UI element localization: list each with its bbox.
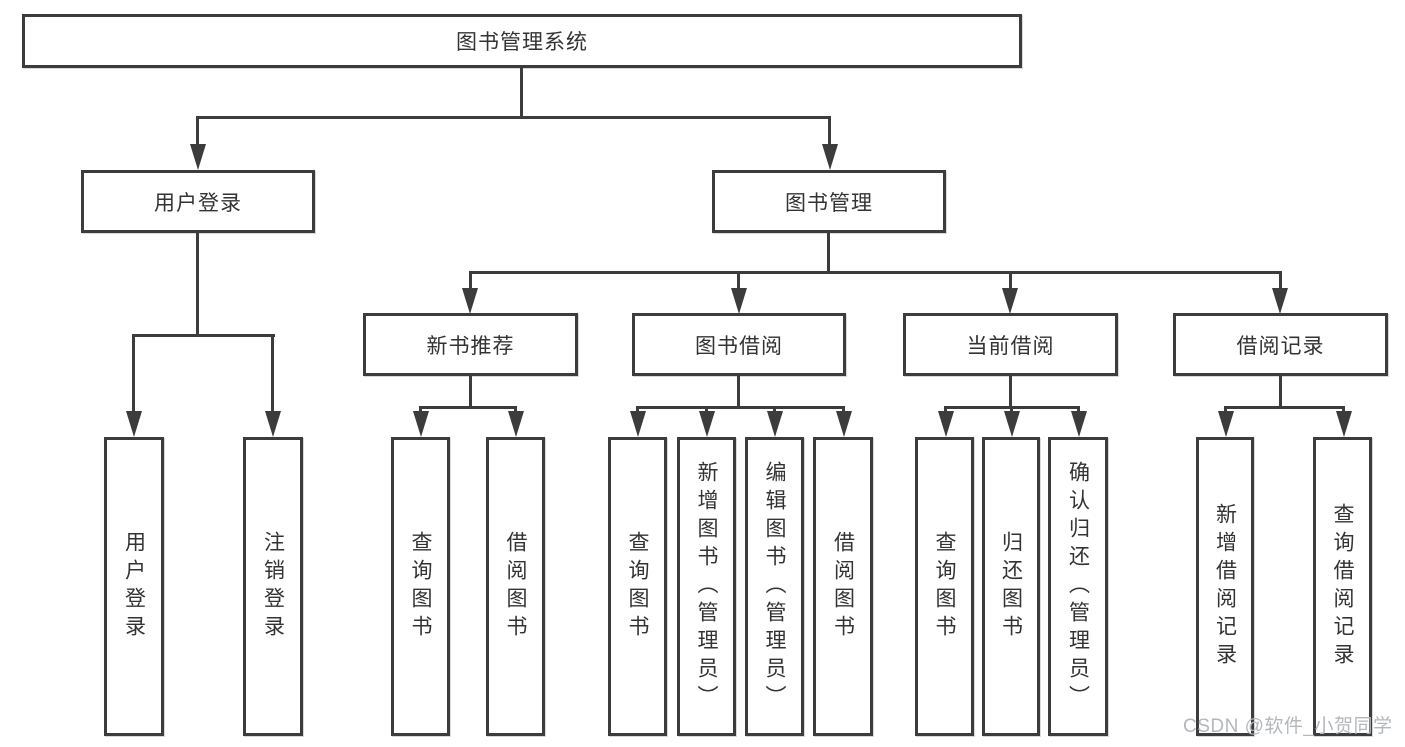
connector-line xyxy=(132,334,275,337)
arrowhead-down-icon xyxy=(1272,288,1288,314)
arrowhead-down-icon xyxy=(767,411,783,437)
arrowhead-down-icon xyxy=(822,144,838,170)
leaf-label: 借阅图书 xyxy=(504,530,527,643)
connector-line xyxy=(1077,406,1080,414)
leaf-edit-books-admin: 编辑图书（管理员） xyxy=(745,437,804,736)
connector-line xyxy=(828,116,831,146)
connector-line xyxy=(636,406,639,414)
leaf-borrow-books-recommend: 借阅图书 xyxy=(486,437,545,736)
leaf-borrow-books: 借阅图书 xyxy=(813,437,873,736)
connector-line xyxy=(1279,376,1282,409)
leaf-query-borrow-record: 查询借阅记录 xyxy=(1313,437,1372,736)
node-new-book-recommend: 新书推荐 xyxy=(363,313,578,376)
leaf-label: 查询图书 xyxy=(409,530,432,643)
arrowhead-down-icon xyxy=(1071,411,1087,437)
connector-line xyxy=(520,68,523,119)
arrowhead-down-icon xyxy=(1004,411,1020,437)
leaf-label: 归还图书 xyxy=(999,530,1023,643)
connector-line xyxy=(132,334,135,412)
connector-line xyxy=(1279,271,1282,290)
leaf-user-login: 用户登录 xyxy=(104,437,164,736)
connector-line xyxy=(469,271,472,290)
leaf-label: 查询借阅记录 xyxy=(1331,502,1354,671)
node-borrow-records: 借阅记录 xyxy=(1173,313,1388,376)
node-label: 图书管理 xyxy=(785,191,873,215)
arrowhead-down-icon xyxy=(126,411,142,437)
arrowhead-down-icon xyxy=(630,411,646,437)
connector-line xyxy=(419,406,517,409)
connector-line xyxy=(737,376,740,409)
connector-line xyxy=(419,406,422,414)
connector-line xyxy=(196,116,199,146)
node-label: 用户登录 xyxy=(154,191,242,215)
connector-line xyxy=(705,406,708,414)
connector-line xyxy=(1224,406,1227,414)
node-label: 当前借阅 xyxy=(966,334,1055,358)
arrowhead-down-icon xyxy=(1218,411,1234,437)
connector-line xyxy=(197,116,831,119)
node-book-management: 图书管理 xyxy=(712,170,946,233)
connector-line xyxy=(944,406,947,414)
connector-line xyxy=(1010,406,1013,414)
leaf-label: 注销登录 xyxy=(261,530,285,643)
arrowhead-down-icon xyxy=(699,411,715,437)
leaf-return-books: 归还图书 xyxy=(982,437,1040,736)
connector-line xyxy=(842,406,845,414)
connector-line xyxy=(1009,376,1012,409)
leaf-label: 查询图书 xyxy=(626,530,649,643)
leaf-query-books-recommend: 查询图书 xyxy=(391,437,450,736)
node-current-borrow: 当前借阅 xyxy=(903,313,1118,376)
leaf-add-borrow-record: 新增借阅记录 xyxy=(1196,437,1254,736)
arrowhead-down-icon xyxy=(731,288,747,314)
connector-line xyxy=(196,233,199,336)
connector-line xyxy=(1224,406,1345,409)
arrowhead-down-icon xyxy=(1336,411,1352,437)
arrowhead-down-icon xyxy=(462,288,478,314)
connector-line xyxy=(636,406,845,409)
arrowhead-down-icon xyxy=(836,411,852,437)
leaf-label: 查询图书 xyxy=(933,530,956,643)
arrowhead-down-icon xyxy=(413,411,429,437)
leaf-add-books-admin: 新增图书（管理员） xyxy=(677,437,736,736)
connector-line xyxy=(773,406,776,414)
node-label: 借阅记录 xyxy=(1236,334,1325,358)
arrowhead-down-icon xyxy=(265,411,281,437)
node-book-borrow: 图书借阅 xyxy=(632,313,846,376)
leaf-confirm-return-admin: 确认归还（管理员） xyxy=(1048,437,1108,736)
arrowhead-down-icon xyxy=(938,411,954,437)
leaf-label: 新增借阅记录 xyxy=(1213,502,1237,671)
leaf-query-books-borrow: 查询图书 xyxy=(608,437,667,736)
leaf-label: 确认归还（管理员） xyxy=(1066,460,1090,713)
leaf-label: 借阅图书 xyxy=(831,530,855,643)
connector-line xyxy=(271,334,274,412)
connector-line xyxy=(827,233,830,274)
leaf-label: 编辑图书（管理员） xyxy=(763,460,786,713)
node-label: 图书管理系统 xyxy=(456,31,588,54)
node-user-login: 用户登录 xyxy=(81,170,315,233)
leaf-query-books-current: 查询图书 xyxy=(915,437,974,736)
arrowhead-down-icon xyxy=(1002,288,1018,314)
connector-line xyxy=(514,406,517,414)
connector-line xyxy=(469,271,1282,274)
connector-line xyxy=(1342,406,1345,414)
node-label: 新书推荐 xyxy=(426,334,515,358)
arrowhead-down-icon xyxy=(508,411,524,437)
leaf-label: 用户登录 xyxy=(122,530,146,643)
arrowhead-down-icon xyxy=(190,144,206,170)
node-label: 图书借阅 xyxy=(695,334,783,358)
connector-line xyxy=(737,271,740,290)
leaf-logout: 注销登录 xyxy=(243,437,303,736)
connector-line xyxy=(469,376,472,409)
node-library-system: 图书管理系统 xyxy=(22,14,1022,68)
watermark: CSDN @软件_小贺同学 xyxy=(1183,716,1393,737)
leaf-label: 新增图书（管理员） xyxy=(695,460,718,713)
connector-line xyxy=(1009,271,1012,290)
